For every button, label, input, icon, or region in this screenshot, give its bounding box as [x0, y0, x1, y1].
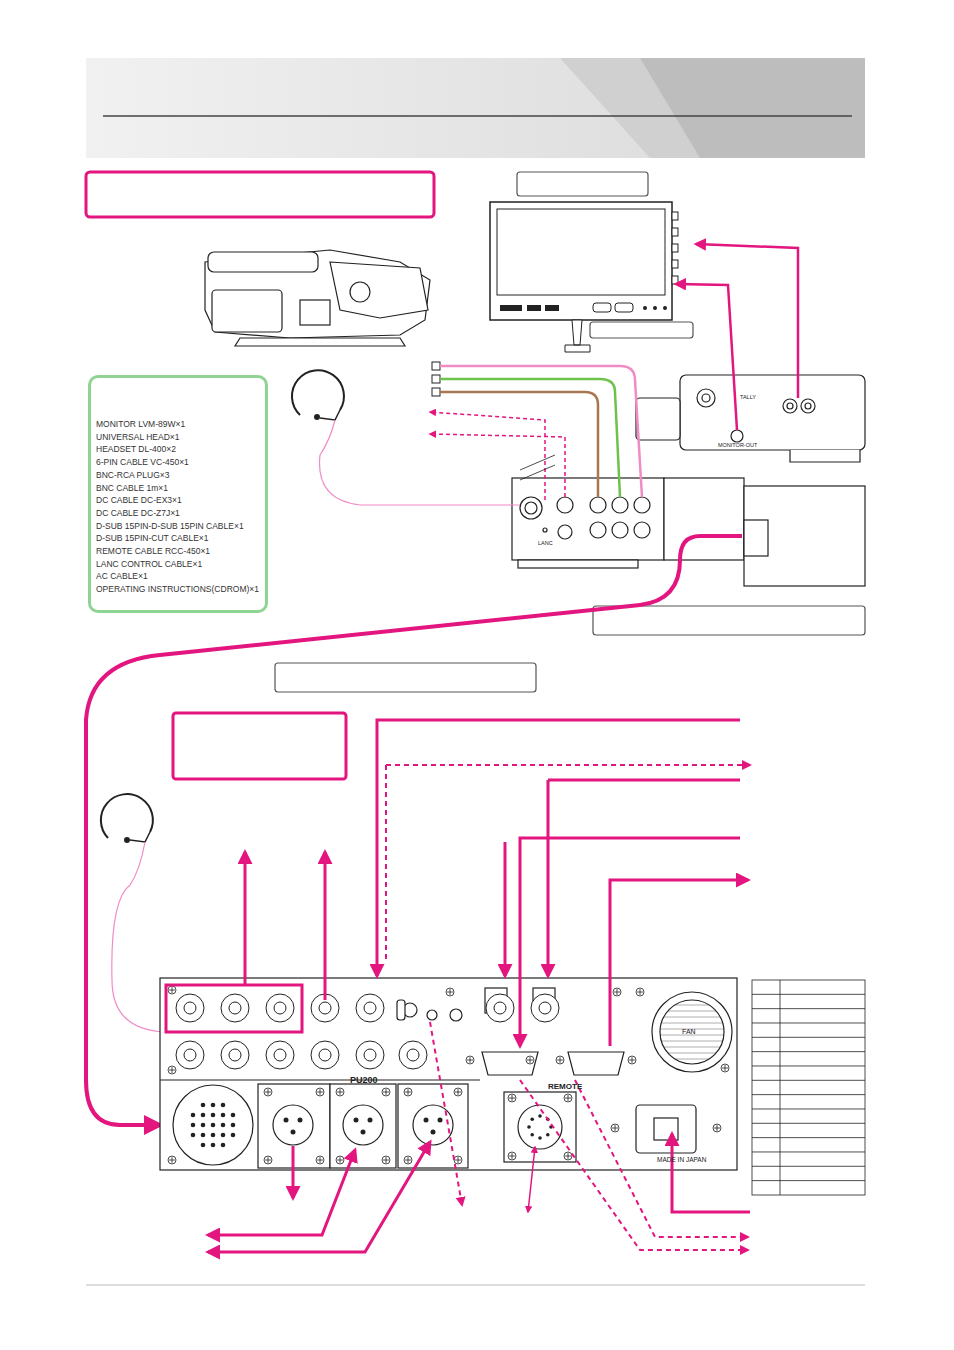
panel-marking: FAN	[682, 1028, 696, 1035]
accessory-item: DC CABLE DC-EX3×1	[96, 494, 259, 507]
accessory-item: OPERATING INSTRUCTIONS(CDROM)×1	[96, 583, 259, 596]
panel-marking: MONITOR-OUT	[718, 443, 757, 449]
accessory-item: D-SUB 15PIN-CUT CABLE×1	[96, 532, 259, 545]
panel-marking: PU200	[350, 1076, 378, 1085]
accessory-item: REMOTE CABLE RCC-450×1	[96, 545, 259, 558]
accessory-list-box: MONITOR LVM-89W×1UNIVERSAL HEAD×1HEADSET…	[88, 375, 268, 613]
accessory-item: DC CABLE DC-Z7J×1	[96, 507, 259, 520]
accessory-item: AC CABLE×1	[96, 570, 259, 583]
panel-marking: MADE IN JAPAN	[657, 1157, 706, 1164]
accessory-item: LANC CONTROL CABLE×1	[96, 558, 259, 571]
panel-marking: TALLY	[740, 395, 756, 401]
accessory-item: BNC CABLE 1m×1	[96, 482, 259, 495]
accessory-item: UNIVERSAL HEAD×1	[96, 431, 259, 444]
accessory-item: 6-PIN CABLE VC-450×1	[96, 456, 259, 469]
accessory-item: HEADSET DL-400×2	[96, 443, 259, 456]
panel-marking: LANC	[538, 541, 553, 547]
accessory-item: D-SUB 15PIN-D-SUB 15PIN CABLE×1	[96, 520, 259, 533]
accessory-item: MONITOR LVM-89W×1	[96, 418, 259, 431]
accessory-item: BNC-RCA PLUG×3	[96, 469, 259, 482]
panel-marking: REMOTE	[548, 1083, 582, 1091]
